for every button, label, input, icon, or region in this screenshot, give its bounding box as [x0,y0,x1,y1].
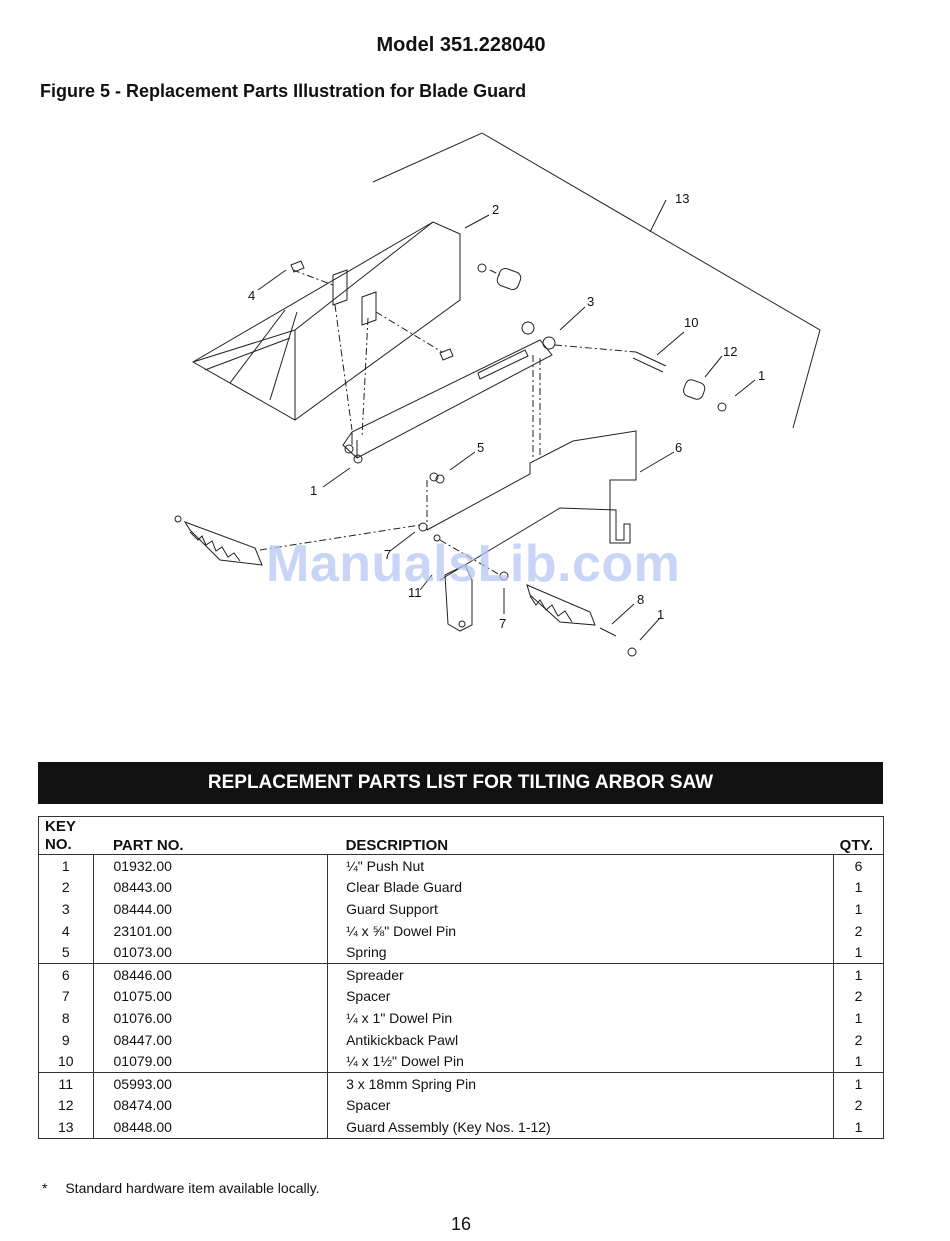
key-cell: 8 [61,1009,70,1026]
callout-10: 10 [684,315,698,330]
part-no-cell: 08447.00 [92,1028,329,1051]
key-cell: 3 [61,900,70,917]
figure-title: Figure 5 - Replacement Parts Illustratio… [40,81,527,101]
description-cell: Antikickback Pawl [327,1028,835,1051]
key-cell: 12 [57,1097,74,1114]
callout-1-b: 1 [310,483,317,498]
key-cell: 6 [61,966,70,983]
key-cell: 7 [61,988,70,1005]
header-key-no: KEY NO. [38,816,93,855]
exploded-view-drawing: 13 2 4 3 10 12 1 5 6 1 7 11 7 8 1 [174,132,821,657]
part-no-cell: 01073.00 [92,941,329,964]
callout-8: 8 [637,592,644,607]
watermark: ManualsLib.com [266,535,681,593]
description-cell: Spreader [327,963,835,986]
header-key-line1: KEY [45,818,76,835]
part-no-cell: 01076.00 [92,1007,329,1029]
parts-list-banner: REPLACEMENT PARTS LIST FOR TILTING ARBOR… [38,762,883,804]
part-no-cell: 08448.00 [92,1116,329,1139]
description-cell: Guard Support [327,898,835,920]
callout-11: 11 [408,585,422,600]
callout-7-a: 7 [384,547,391,562]
description-cell: Spring [327,941,835,964]
footnote-marker: * [42,1180,48,1196]
description-cell: ¼ x 1½" Dowel Pin [327,1050,835,1073]
qty-cell: 1 [854,966,863,983]
description-cell: 3 x 18mm Spring Pin [327,1072,835,1095]
part-no-cell: 05993.00 [92,1072,329,1095]
qty-cell: 1 [854,900,863,917]
description-cell: ¼" Push Nut [327,854,835,877]
parts-illustration: 13 2 4 3 10 12 1 5 6 1 7 11 7 8 1 [0,120,950,720]
part-no-cell: 08444.00 [92,898,329,920]
key-cell: 4 [61,922,70,939]
key-cell: 10 [38,1050,93,1073]
model-title: Model 351.228040 [376,34,546,56]
footnote-text: Standard hardware item available locally… [65,1180,320,1196]
qty-cell: 1 [854,1009,863,1026]
description-cell: Spacer [327,1094,835,1117]
header-description: DESCRIPTION [327,816,834,855]
description-cell: Guard Assembly (Key Nos. 1-12) [327,1116,835,1139]
qty-cell: 1 [854,1075,863,1092]
part-no-cell: 08474.00 [92,1094,329,1117]
part-no-cell: 01075.00 [92,985,329,1008]
callout-6: 6 [675,440,682,455]
description-cell: Spacer [327,985,835,1008]
part-no-cell: 01932.00 [92,854,329,877]
key-cell: 9 [61,1031,70,1048]
part-no-cell: 08446.00 [92,963,329,986]
callout-4: 4 [248,288,255,303]
key-cell: 13 [57,1118,74,1135]
callout-7-b: 7 [499,616,506,631]
qty-cell: 2 [854,922,863,939]
callout-13: 13 [675,191,689,206]
footnote: * Standard hardware item available local… [42,1180,320,1196]
qty-cell: 2 [854,1097,863,1114]
description-cell: Clear Blade Guard [327,876,835,899]
callout-12: 12 [723,344,737,359]
callout-5: 5 [477,440,484,455]
qty-cell: 1 [854,1118,863,1135]
header-part-no: PART NO. [93,816,328,855]
part-no-cell: 01079.00 [92,1050,329,1073]
description-cell: ¼ x 1" Dowel Pin [327,1007,835,1029]
qty-cell: 2 [854,988,863,1005]
qty-cell: 1 [854,879,863,896]
qty-cell: 6 [854,857,863,874]
callout-2: 2 [492,202,499,217]
qty-cell: 2 [854,1031,863,1048]
key-cell: 11 [58,1075,74,1092]
callout-3: 3 [587,294,594,309]
header-qty: QTY. [833,816,884,855]
qty-cell: 1 [833,1050,884,1073]
part-no-cell: 08443.00 [92,876,329,899]
callout-1-a: 1 [758,368,765,383]
table-header-row: KEY NO. PART NO. DESCRIPTION QTY. [38,816,884,855]
page-number: 16 [450,1214,472,1234]
part-no-cell: 23101.00 [92,919,329,942]
callout-1-c: 1 [657,607,664,622]
header-key-line2: NO. [45,836,72,853]
description-cell: ¼ x ⅝" Dowel Pin [327,919,835,942]
key-cell: 2 [61,879,70,896]
key-cell: 5 [38,941,93,964]
qty-cell: 1 [833,941,884,964]
key-cell: 1 [61,857,70,874]
